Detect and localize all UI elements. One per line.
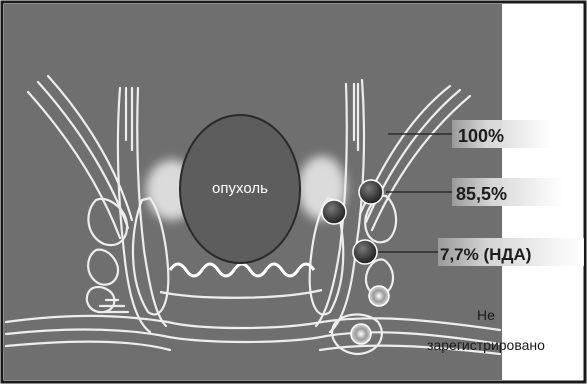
lymph-node-2 [322, 200, 346, 224]
tumor-label: опухоль [212, 180, 268, 197]
lymph-node-4 [369, 286, 389, 306]
not-registered-line1: Не [477, 307, 495, 323]
not-registered-line2: зарегистрировано [427, 337, 545, 353]
pct-3-label: 7,7% (НДА) [440, 245, 531, 264]
pct-2-label: 85,5% [456, 184, 507, 204]
lymph-node-1 [359, 180, 383, 204]
lymph-node-5 [351, 324, 371, 344]
lymph-node-3 [353, 240, 377, 264]
pct-1-label: 100% [458, 126, 504, 146]
